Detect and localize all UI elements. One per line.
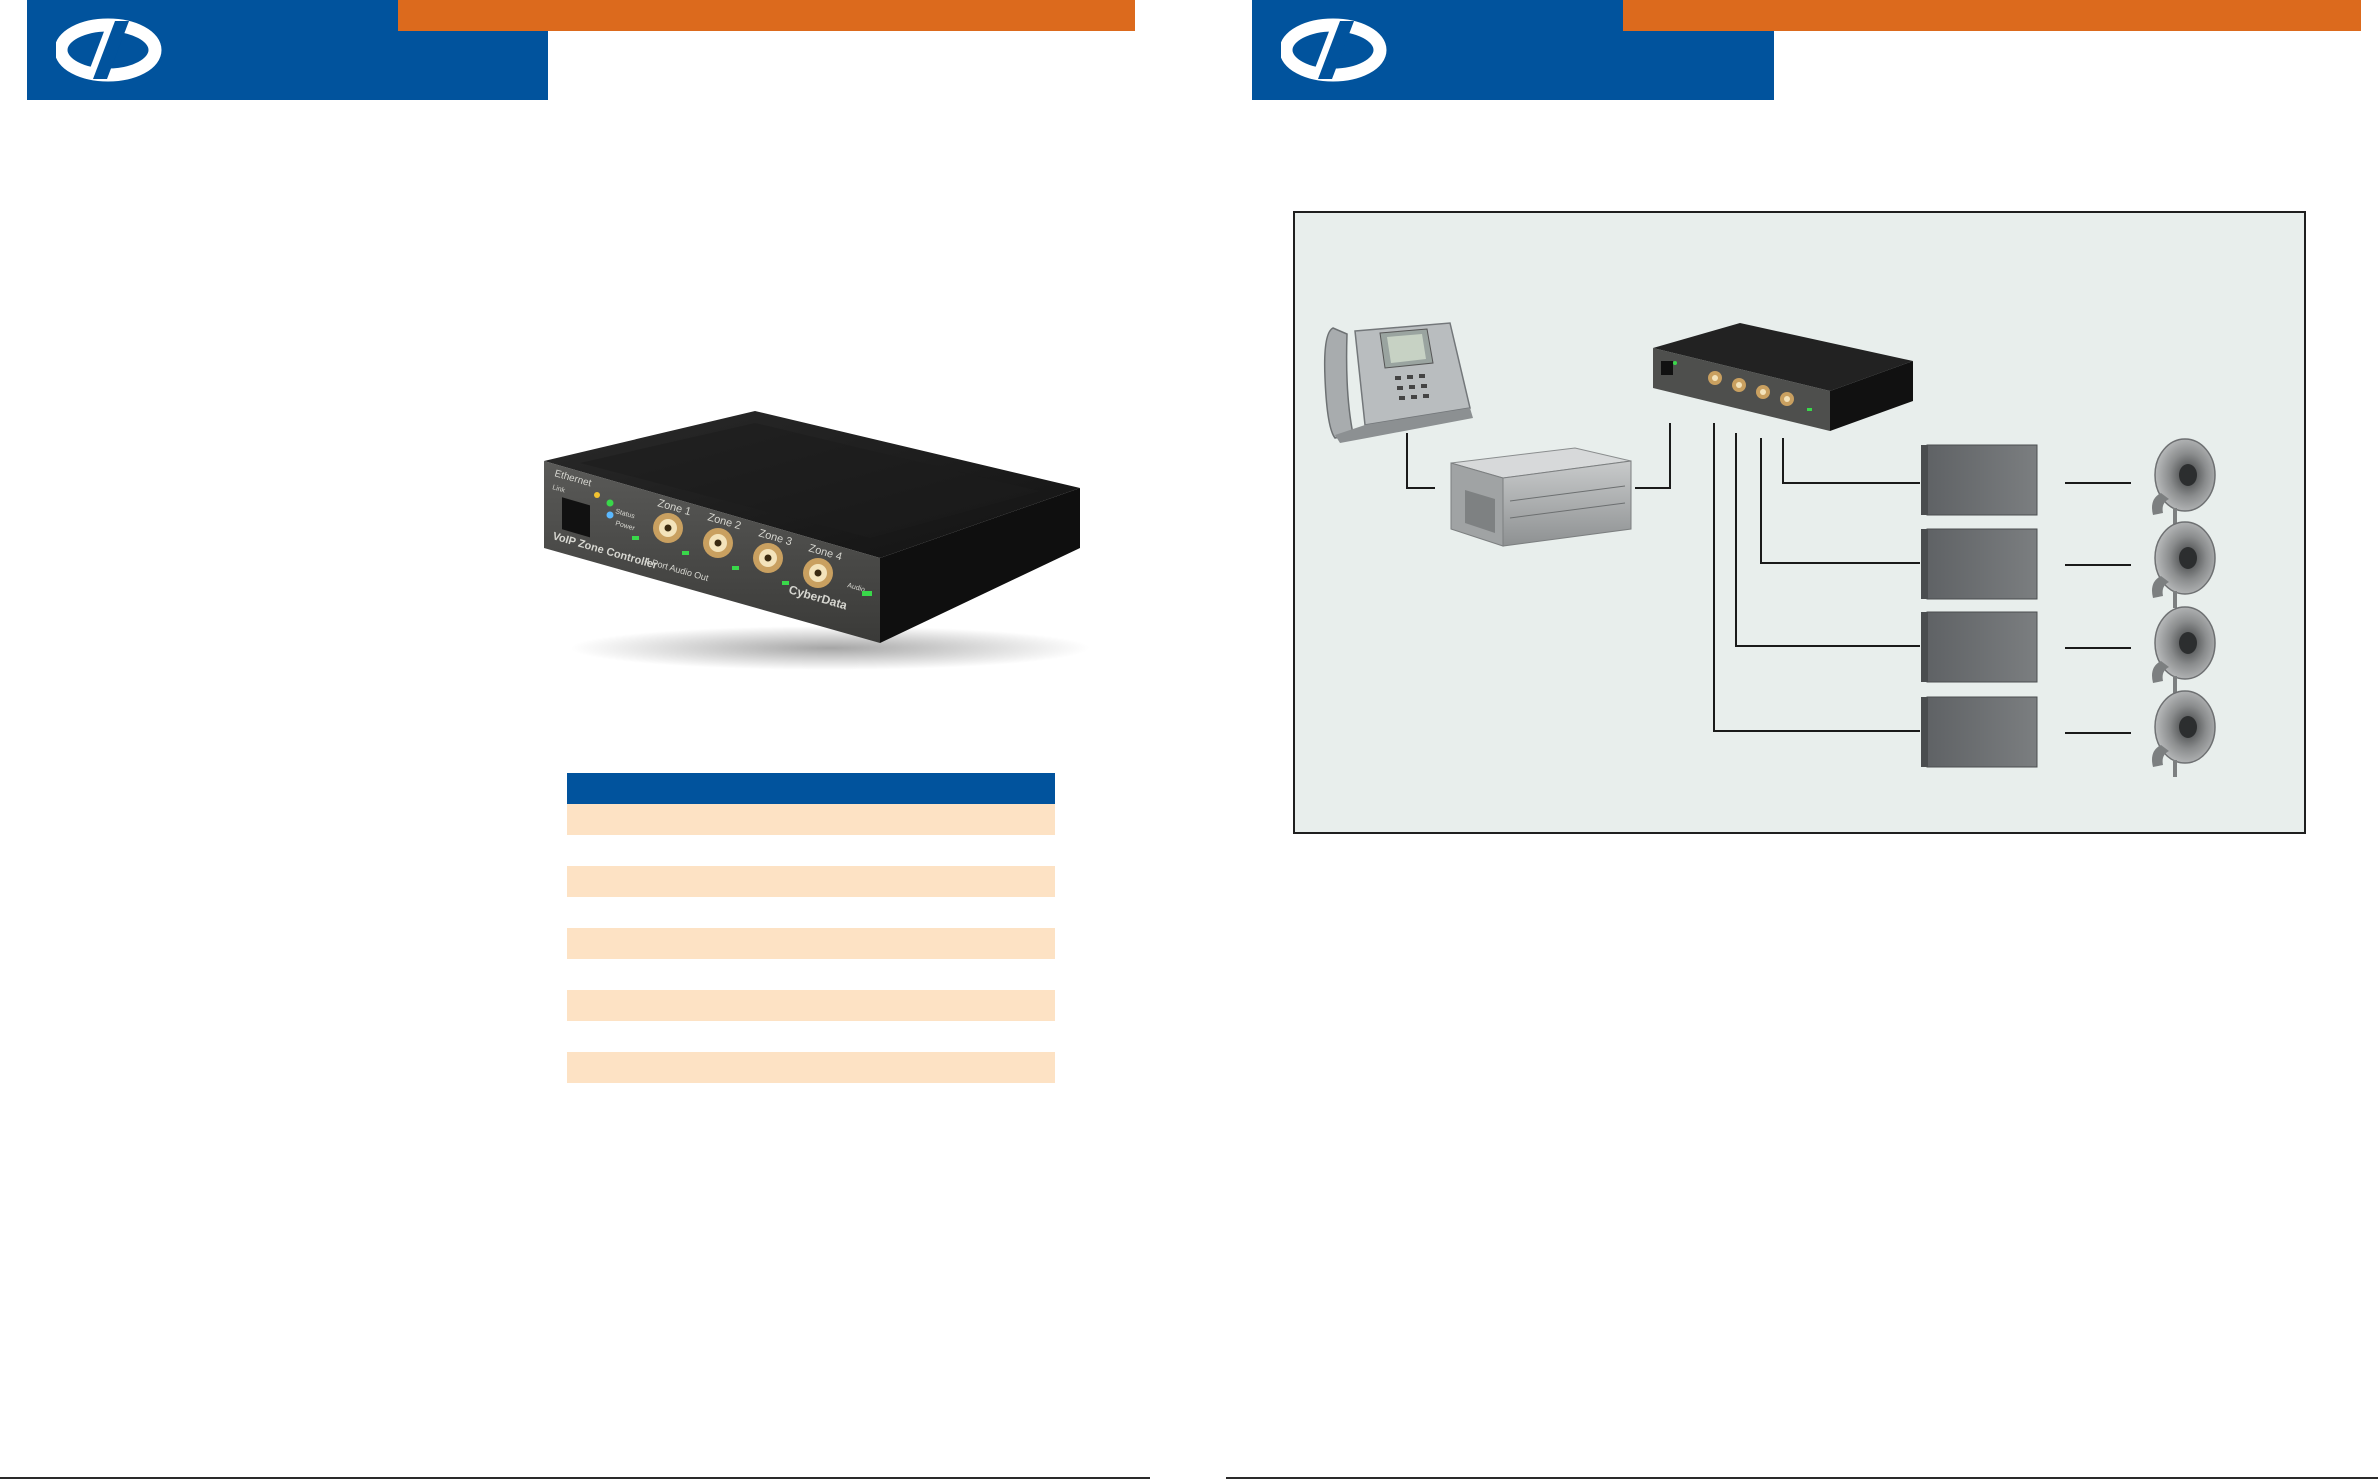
horn-speaker-icon: [2152, 690, 2216, 777]
horn-speaker-icon: [2152, 438, 2216, 525]
zone-controller-icon: [1653, 323, 1913, 431]
horn-speaker-icon: [2152, 606, 2216, 693]
amplifier-icon: [1921, 444, 2038, 516]
rca-jacks: [632, 513, 833, 588]
horn-speaker-icon: [2152, 521, 2216, 608]
rack-server-icon: [1450, 447, 1632, 547]
cyberdata-logo-icon: [1281, 18, 1387, 82]
spec-table-header: [567, 773, 1055, 804]
spec-table-row: [567, 990, 1055, 1021]
spec-table-row: [567, 866, 1055, 897]
left-footer-rule: [0, 1477, 1150, 1479]
right-accent-bar: [1623, 0, 2361, 31]
system-diagram: [1293, 211, 2306, 834]
spec-table-row: [567, 928, 1055, 959]
system-diagram-canvas: [1323, 322, 2216, 777]
right-footer-rule: [1226, 1477, 2378, 1479]
panel-link-label: Link: [551, 484, 566, 494]
connection-lines: [1406, 423, 2131, 734]
spec-table-row: [567, 1021, 1055, 1052]
left-accent-bar: [398, 0, 1135, 31]
spec-table-row: [567, 897, 1055, 928]
spec-table-row: [567, 1052, 1055, 1083]
amplifier-icon: [1921, 696, 2038, 768]
ip-phone-icon: [1323, 322, 1473, 443]
spec-table: [567, 773, 1055, 1083]
voip-zone-controller-photo: Ethernet Link Status Power VoIP Zone Con…: [544, 411, 1090, 670]
amplifier-icon: [1921, 528, 2038, 600]
cyberdata-logo-icon: [56, 18, 162, 82]
panel-audio-label: Audio: [846, 582, 865, 594]
spec-table-row: [567, 804, 1055, 835]
amplifier-icon: [1921, 611, 2038, 683]
spec-table-row: [567, 959, 1055, 990]
spec-table-row: [567, 835, 1055, 866]
